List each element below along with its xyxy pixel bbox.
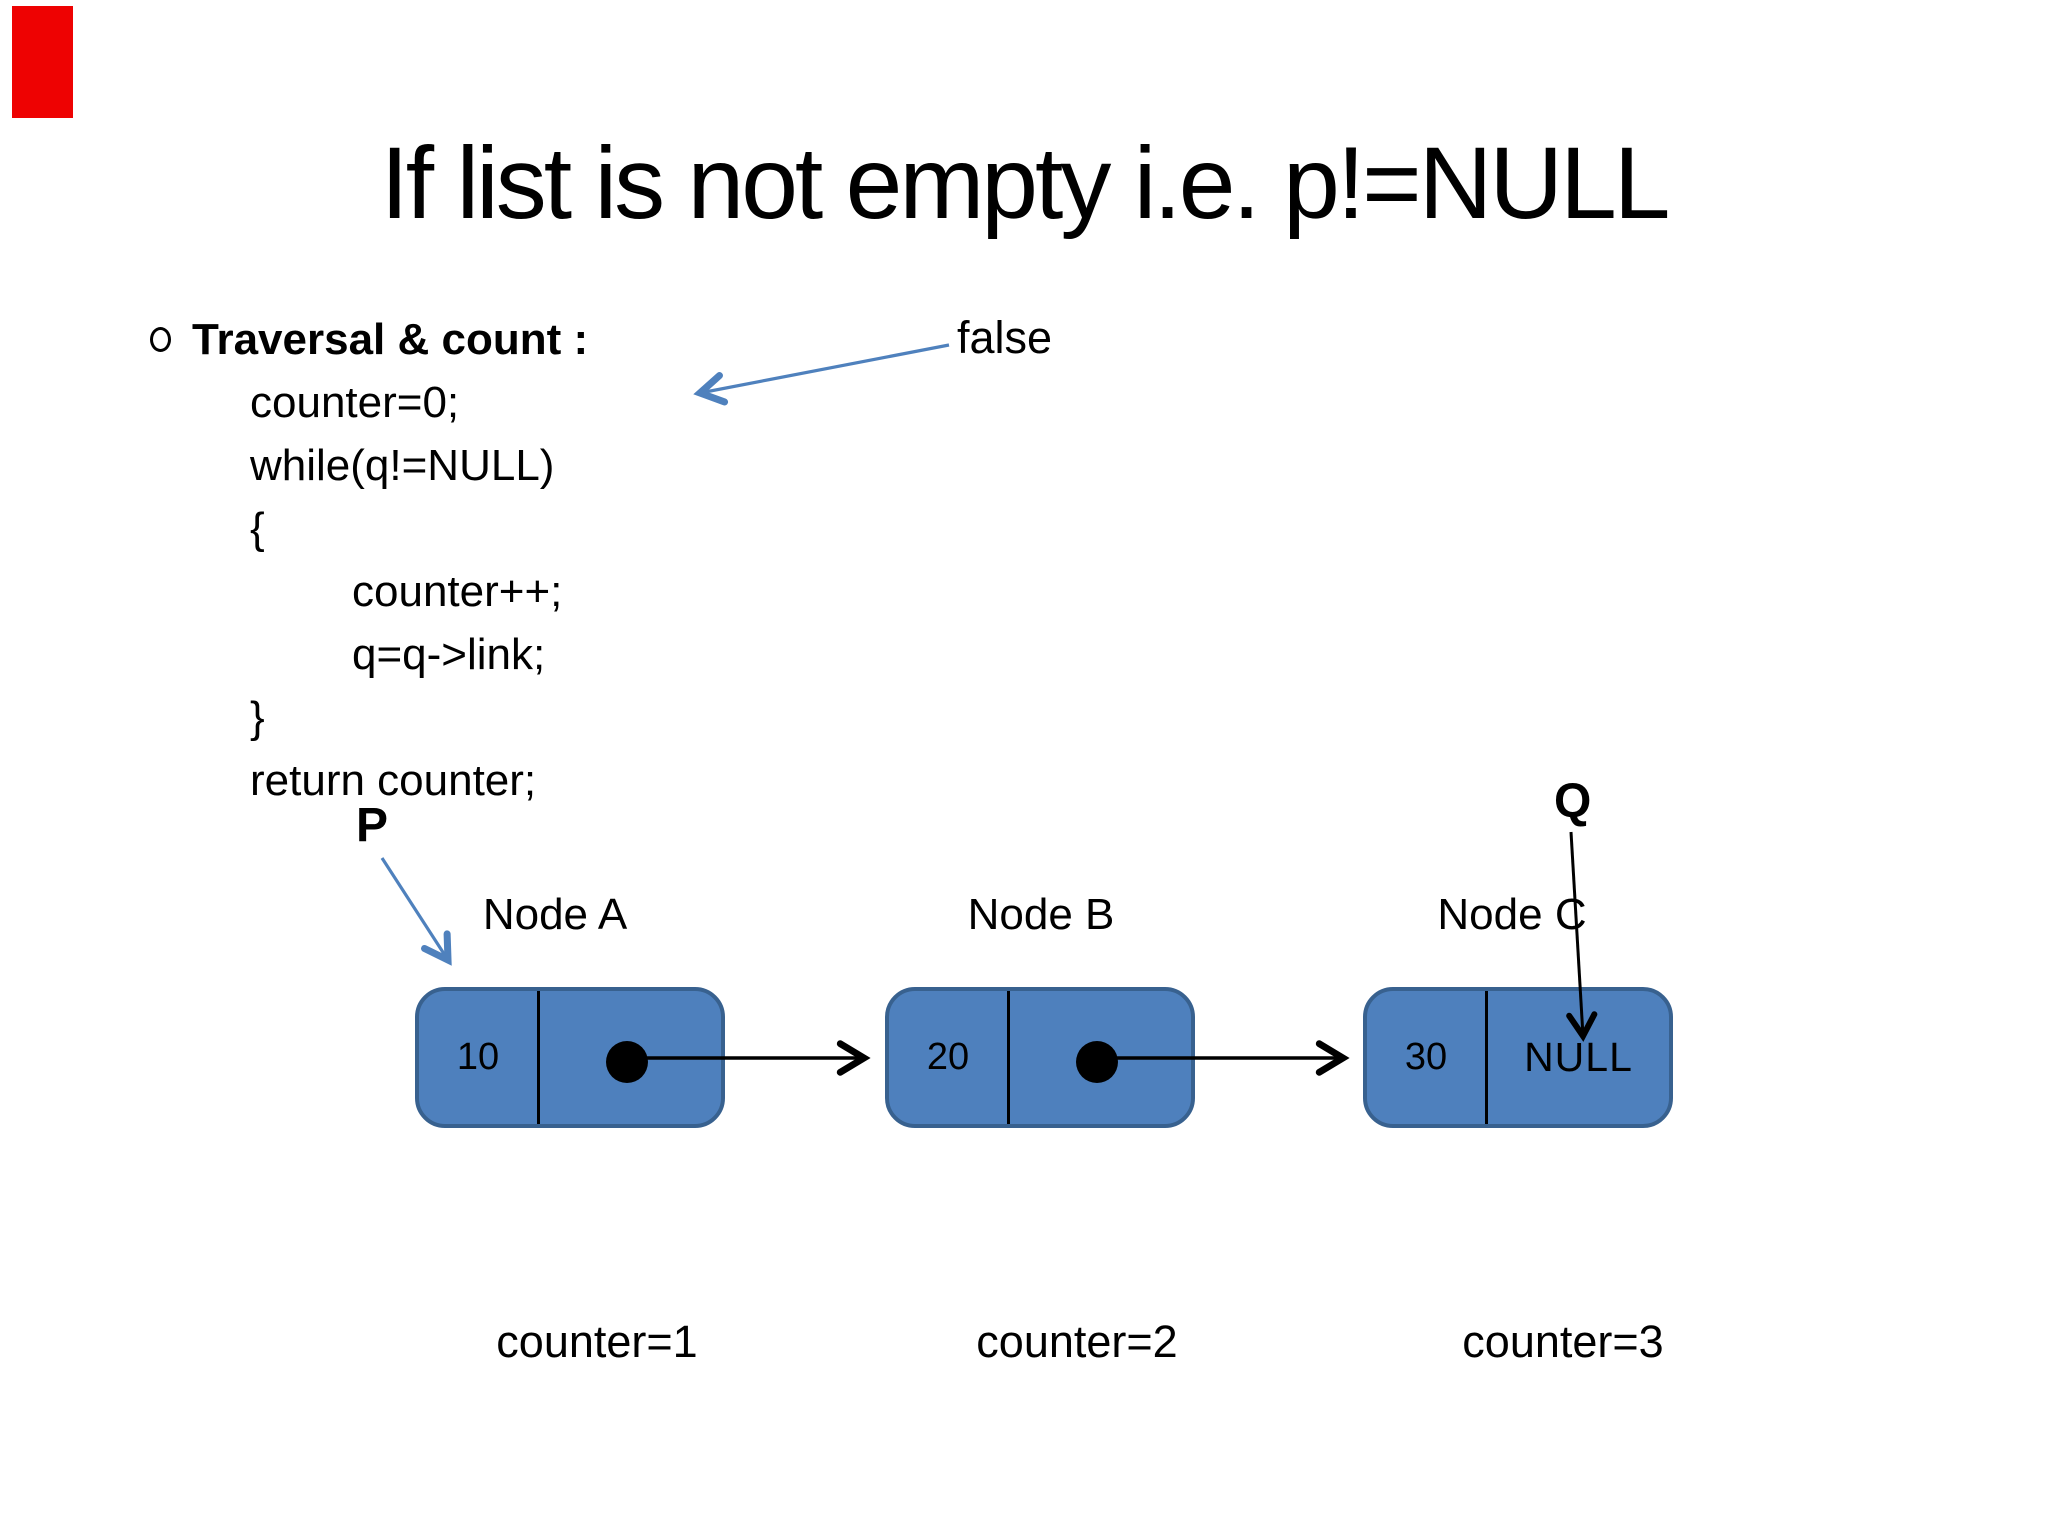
node-a-box: 10 xyxy=(415,987,725,1128)
node-b-title: Node B xyxy=(967,890,1115,939)
counter-label-2: counter=2 xyxy=(976,1316,1178,1367)
node-a-value: 10 xyxy=(456,1036,500,1078)
bullet-circle-icon xyxy=(150,327,171,352)
node-b-box: 20 xyxy=(885,987,1195,1128)
node-c-title: Node C xyxy=(1437,890,1587,939)
code-line: q=q->link; xyxy=(352,630,546,679)
counter-label-1: counter=1 xyxy=(496,1316,698,1367)
bullet-label: Traversal & count : xyxy=(192,315,589,364)
code-block: Traversal & count : counter=0; while(q!=… xyxy=(150,308,588,812)
bullet-line: Traversal & count : xyxy=(150,308,588,371)
node-b-pointer-dot-icon xyxy=(1076,1041,1118,1083)
node-a-title: Node A xyxy=(482,890,628,939)
code-line: } xyxy=(250,693,265,742)
false-arrow xyxy=(693,343,950,406)
node-a-pointer-dot-icon xyxy=(606,1041,648,1083)
pointer-q-label: Q xyxy=(1554,775,1592,828)
node-c-divider xyxy=(1485,991,1488,1124)
node-a-divider xyxy=(537,991,540,1124)
p-arrow xyxy=(380,857,452,966)
node-c-null-label: NULL xyxy=(1524,1034,1633,1080)
code-line: { xyxy=(250,504,265,553)
node-b-value: 20 xyxy=(926,1036,970,1078)
counter-label-3: counter=3 xyxy=(1462,1316,1664,1367)
code-line: return counter; xyxy=(250,756,537,805)
code-line: counter++; xyxy=(352,567,563,616)
red-marker xyxy=(12,6,73,118)
code-line: counter=0; xyxy=(250,378,460,427)
node-b-divider xyxy=(1007,991,1010,1124)
pointer-p-label: P xyxy=(356,799,389,852)
node-c-box: 30 NULL xyxy=(1363,987,1673,1128)
false-label: false xyxy=(957,312,1053,363)
slide-title: If list is not empty i.e. p!=NULL xyxy=(380,126,1670,240)
node-c-value: 30 xyxy=(1404,1036,1448,1078)
code-line: while(q!=NULL) xyxy=(250,441,555,490)
